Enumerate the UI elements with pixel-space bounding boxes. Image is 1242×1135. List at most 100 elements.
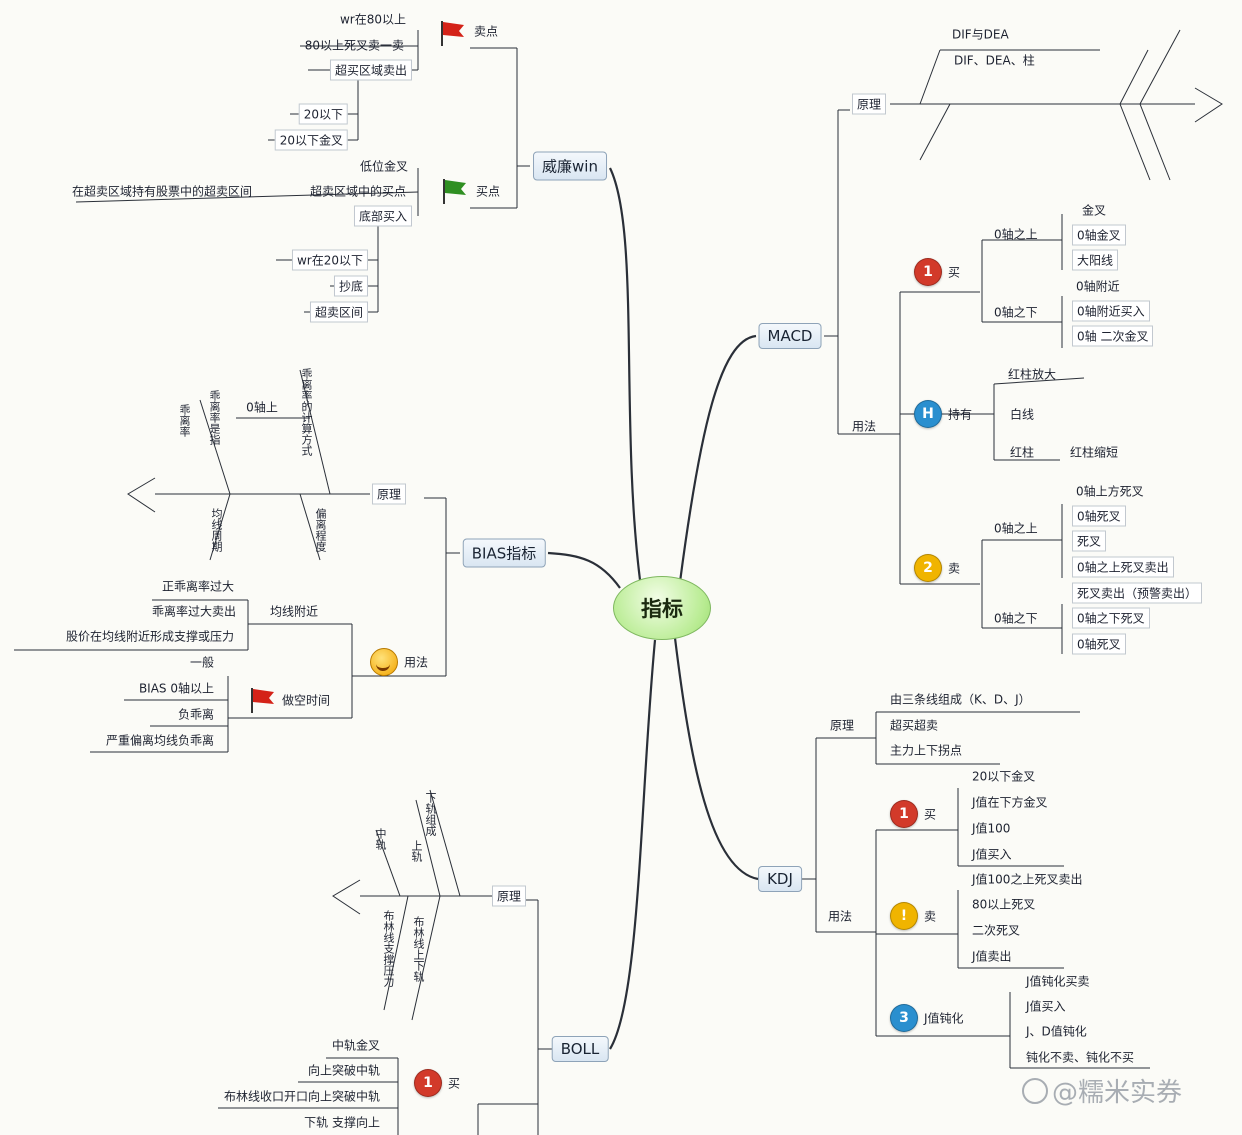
macd-hold-badge-icon: H: [914, 400, 942, 428]
macd-sell-above-1: 0轴上方死叉: [1076, 484, 1144, 499]
kdj-sell-item-4: J值卖出: [972, 949, 1012, 964]
bias-sell-item-2: 负乖离: [177, 707, 214, 722]
rsi-mid-item-1: 20以下: [298, 103, 348, 125]
kdj-sell-item-3: 二次死叉: [972, 923, 1021, 938]
red-flag-icon: [441, 21, 464, 46]
kdj-buy-item-2: J值在下方金叉: [972, 795, 1048, 810]
boll-fish-top-1: 中轨: [374, 828, 387, 850]
rsi-buy-item-2: 超卖区域中的买点: [309, 184, 406, 199]
boll-fish-bottom-1: 布林线支撑压力: [382, 910, 395, 987]
kdj-other-label: J值钝化: [924, 1011, 964, 1026]
boll-fish-top-2: 上轨: [410, 840, 423, 862]
boll-fish-top-3: 下轨组成: [424, 792, 437, 836]
boll-buy-item-4: 下轨 支撑向上: [304, 1115, 380, 1130]
macd-buy-badge-icon: 1: [914, 258, 942, 286]
kdj-connectors: [802, 711, 1150, 1069]
rsi-long-item: 在超卖区域持有股票中的超卖区间: [71, 184, 252, 199]
macd-below-item-2: 0轴附近买入: [1072, 300, 1150, 322]
macd-above-item-2: 0轴金叉: [1072, 224, 1126, 246]
boll-buy-badge-icon: 1: [414, 1069, 442, 1097]
macd-above-item-1: 金叉: [1082, 203, 1107, 218]
macd-hold-sub-2: 白线: [1010, 407, 1035, 422]
boll-buy-item-1: 中轨金叉: [331, 1038, 380, 1053]
green-flag-icon: [443, 179, 466, 204]
branch-node-bias[interactable]: BIAS指标: [462, 538, 546, 568]
boll-connectors: [218, 789, 552, 1135]
kdj-sell-badge-icon: !: [890, 902, 918, 930]
watermark: @糯米实券: [1022, 1072, 1182, 1109]
kdj-other-item-1: J值钝化买卖: [1026, 974, 1090, 989]
macd-above-item-3: 大阳线: [1072, 249, 1119, 271]
branch-node-boll[interactable]: BOLL: [551, 1036, 609, 1062]
bias-sell-label: 做空时间: [282, 693, 331, 708]
rsi-bottom-item-1: wr在20以下: [291, 249, 368, 271]
rsi-mid-item-2: 20以下金叉: [274, 129, 348, 151]
bias-fishbone-head: 原理: [372, 483, 407, 505]
macd-above-zero: 0轴之上: [994, 227, 1038, 242]
kdj-principle-label: 原理: [830, 718, 855, 733]
kdj-use-label: 用法: [828, 909, 853, 924]
kdj-other-badge-icon: 3: [890, 1004, 918, 1032]
macd-hold-label: 持有: [948, 407, 973, 422]
macd-use-label: 用法: [852, 419, 877, 434]
bias-connectors: [14, 369, 460, 753]
branch-rsi-curve: [609, 167, 642, 581]
macd-hold-sub-3: 红柱: [1010, 445, 1035, 460]
boll-buy-label: 买: [448, 1076, 461, 1091]
kdj-other-item-4: 钝化不卖、钝化不买: [1026, 1050, 1135, 1065]
bias-fish-bottom-2: 偏离程度: [314, 508, 327, 552]
macd-buy-label: 买: [948, 265, 961, 280]
bias-sell-item-3: 严重偏离均线负乖离: [105, 733, 214, 748]
macd-hold-sub-1: 红柱放大: [1008, 367, 1057, 382]
macd-fish-label-1: DIF与DEA: [952, 27, 1009, 42]
macd-fish-label-2: DIF、DEA、柱: [954, 53, 1035, 68]
boll-fishbone-head: 原理: [492, 885, 527, 907]
macd-sell-above-3: 死叉: [1072, 530, 1107, 552]
bias-fish-top-1: 乖离率: [178, 404, 191, 437]
macd-sell-below-1: 死叉卖出（预警卖出）: [1072, 582, 1203, 604]
macd-sell-label: 卖: [948, 561, 961, 576]
kdj-buy-item-3: J值100: [972, 821, 1011, 836]
macd-below-item-3: 0轴 二次金叉: [1072, 325, 1154, 347]
rsi-top-item-3: 超买区域卖出: [329, 59, 412, 81]
bias-buy-item-1: 正乖离率过大: [161, 579, 234, 594]
boll-fish-bottom-2: 布林线上下轨: [412, 916, 425, 982]
watermark-text: @糯米实券: [1052, 1078, 1183, 1108]
boll-buy-item-3: 布林线收口开口向上突破中轨: [223, 1089, 380, 1104]
macd-sell-badge-icon: 2: [914, 554, 942, 582]
kdj-other-item-2: J值买入: [1026, 999, 1066, 1014]
bias-buy-item-4: 一般: [189, 655, 214, 670]
kdj-buy-label: 买: [924, 807, 937, 822]
paw-icon: [1022, 1078, 1048, 1104]
macd-below-zero: 0轴之下: [994, 305, 1038, 320]
macd-sell-above-zero: 0轴之上: [994, 521, 1038, 536]
boll-buy-item-2: 向上突破中轨: [307, 1063, 380, 1078]
rsi-buy-item-1: 低位金叉: [359, 159, 408, 174]
bias-sell-item-1: BIAS 0轴以上: [138, 681, 214, 696]
kdj-other-item-3: J、D值钝化: [1026, 1024, 1087, 1039]
rsi-sell-label: 卖点: [474, 24, 499, 39]
branch-bias-curve: [547, 551, 621, 589]
kdj-buy-badge-icon: 1: [890, 800, 918, 828]
macd-sell-below-zero: 0轴之下: [994, 611, 1038, 626]
macd-sell-above-2: 0轴死叉: [1072, 505, 1126, 527]
bias-fish-top-3: 0轴上: [246, 400, 278, 415]
branch-node-kdj[interactable]: KDJ: [758, 866, 802, 892]
branch-macd-curve: [678, 334, 757, 583]
center-node[interactable]: 指标: [613, 576, 711, 640]
kdj-sell-item-1: J值100之上死叉卖出: [972, 872, 1083, 887]
bias-fish-bottom-1: 均线周期: [210, 508, 223, 552]
branch-node-macd[interactable]: MACD: [758, 323, 822, 349]
branch-node-rsi[interactable]: 威廉win: [533, 151, 607, 181]
kdj-principle-1: 由三条线组成（K、D、J）: [890, 692, 1031, 707]
macd-connectors: [824, 29, 1223, 654]
branch-boll-curve: [609, 639, 657, 1050]
rsi-buy-label: 买点: [476, 184, 501, 199]
bias-buy-item-2: 乖离率过大卖出: [151, 604, 236, 619]
rsi-top-item-1: wr在80以上: [339, 12, 406, 27]
macd-sell-above-4: 0轴之上死叉卖出: [1072, 556, 1174, 578]
bias-buy-sub: 均线附近: [270, 604, 319, 619]
rsi-bottom-item-2: 抄底: [333, 275, 368, 297]
kdj-buy-item-4: J值买入: [972, 847, 1012, 862]
